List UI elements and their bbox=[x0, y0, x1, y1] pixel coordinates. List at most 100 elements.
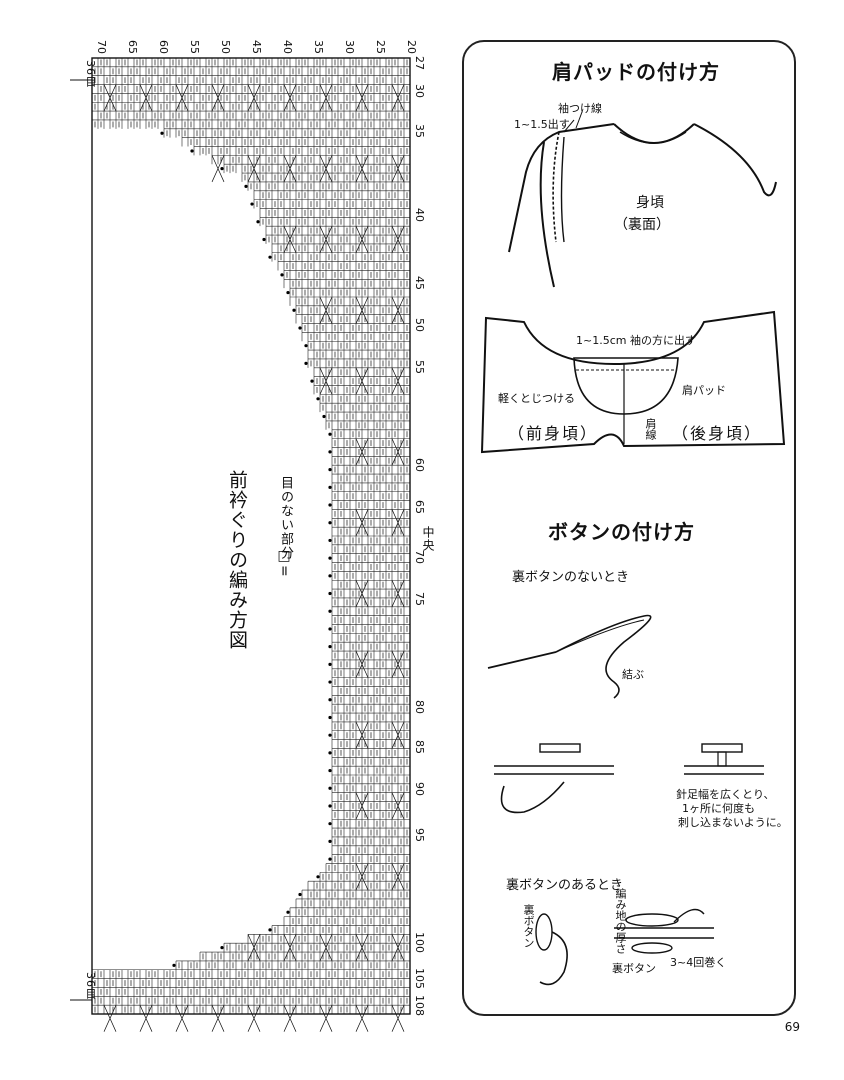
cable-cross-symbol bbox=[391, 84, 405, 112]
decrease-dot bbox=[328, 839, 332, 843]
decrease-dot bbox=[256, 220, 260, 224]
decrease-dot bbox=[328, 450, 332, 454]
cable-cross-symbol bbox=[391, 650, 405, 678]
cable-cross-symbol bbox=[391, 367, 405, 395]
row-label-top: 36目 bbox=[84, 60, 97, 88]
cable-cross-symbol bbox=[355, 296, 369, 324]
decrease-dot bbox=[250, 202, 254, 206]
decrease-dot bbox=[328, 627, 332, 631]
decrease-dot bbox=[268, 928, 272, 932]
cable-cross-symbol bbox=[247, 155, 261, 183]
row-label-bottom: 36目 bbox=[84, 972, 97, 1000]
decrease-dot bbox=[190, 149, 194, 153]
cable-cross-symbol bbox=[247, 934, 261, 962]
garment-illustration bbox=[508, 111, 777, 288]
right-number: 108 bbox=[413, 995, 426, 1016]
right-number: 95 bbox=[413, 828, 426, 842]
decrease-dot bbox=[220, 946, 224, 950]
decrease-dot bbox=[328, 556, 332, 560]
decrease-dot bbox=[328, 432, 332, 436]
cable-cross-symbol bbox=[391, 792, 405, 820]
right-number: 75 bbox=[413, 592, 426, 606]
cable-cross-symbol bbox=[391, 509, 405, 537]
cable-cross-symbol bbox=[391, 721, 405, 749]
cable-cross-symbol bbox=[355, 367, 369, 395]
decrease-dot bbox=[286, 910, 290, 914]
cable-cross-symbol bbox=[355, 155, 369, 183]
right-number: 30 bbox=[413, 84, 426, 98]
top-number: 20 bbox=[405, 40, 418, 54]
chart-grid bbox=[70, 57, 411, 1032]
cable-cross-symbol bbox=[355, 863, 369, 891]
label-tack: 軽くとじつける bbox=[498, 392, 575, 405]
decrease-dot bbox=[310, 379, 314, 383]
decrease-dot bbox=[220, 167, 224, 171]
cable-cross-symbol bbox=[211, 84, 225, 112]
label-thickness: 編み地の厚さ bbox=[614, 888, 627, 954]
top-number: 35 bbox=[312, 40, 325, 54]
page-number: 69 bbox=[784, 1020, 800, 1034]
note-line-1: 針足幅を広くとり、 bbox=[676, 788, 775, 801]
top-number: 70 bbox=[95, 40, 108, 54]
cable-cross-symbol bbox=[355, 580, 369, 607]
right-number: 100 bbox=[413, 932, 426, 953]
decrease-dot bbox=[328, 485, 332, 489]
label-wrap: 3~4回巻く bbox=[670, 956, 727, 969]
top-number: 50 bbox=[219, 40, 232, 54]
top-number: 60 bbox=[157, 40, 170, 54]
decrease-dot bbox=[304, 361, 308, 365]
cable-cross-symbol bbox=[139, 1005, 153, 1032]
decrease-dot bbox=[328, 591, 332, 596]
cable-cross-symbol bbox=[391, 296, 405, 324]
top-number: 45 bbox=[250, 40, 263, 54]
cable-cross-symbol bbox=[319, 934, 333, 962]
right-number: 105 bbox=[413, 968, 426, 989]
right-number: 70 bbox=[413, 550, 426, 564]
cable-cross-symbol bbox=[247, 84, 261, 112]
decrease-dot bbox=[328, 680, 332, 684]
decrease-dot bbox=[328, 733, 332, 737]
decrease-dot bbox=[328, 521, 332, 525]
decrease-dot bbox=[298, 892, 302, 897]
label-shoulder-line: 肩線 bbox=[644, 418, 657, 440]
cable-cross-symbol bbox=[391, 438, 405, 466]
needle-illustration bbox=[487, 614, 652, 699]
top-number: 55 bbox=[188, 40, 201, 54]
cable-cross-symbol bbox=[319, 1005, 333, 1032]
label-body: 身頃 bbox=[636, 195, 664, 211]
right-number: 65 bbox=[413, 500, 426, 514]
cable-cross-symbol bbox=[319, 296, 333, 324]
cable-cross-symbol bbox=[211, 1005, 225, 1032]
cable-cross-symbol bbox=[283, 1005, 297, 1032]
note-line-2: 1ヶ所に何度も bbox=[682, 802, 755, 815]
decrease-dot bbox=[298, 326, 302, 330]
note-line-3: 刺し込まないように。 bbox=[678, 816, 788, 829]
decrease-dot bbox=[316, 875, 320, 879]
right-number: 55 bbox=[413, 360, 426, 374]
cable-cross-symbol bbox=[391, 580, 405, 607]
label-front: （前身頃） bbox=[508, 424, 599, 443]
cable-cross-symbol bbox=[319, 367, 333, 395]
decrease-dot bbox=[316, 397, 320, 401]
cable-cross-symbol bbox=[319, 155, 333, 183]
back-button-illustration bbox=[535, 908, 714, 986]
instruction-panel: 肩パッドの付け方 袖つけ線 1~1.5出す 身頃 （裏面） 1~1.5cm 袖の… bbox=[462, 40, 796, 1016]
cable-cross-symbol bbox=[391, 226, 405, 253]
label-back: （後身頃） bbox=[672, 424, 763, 443]
shoulder-pad-title: 肩パッドの付け方 bbox=[552, 60, 720, 84]
cable-cross-symbol bbox=[247, 1005, 261, 1032]
top-number: 30 bbox=[343, 40, 356, 54]
label-extend: 1~1.5cm 袖の方に出す bbox=[576, 334, 696, 347]
right-number: 50 bbox=[413, 318, 426, 332]
decrease-dot bbox=[328, 822, 332, 826]
decrease-dot bbox=[172, 963, 176, 967]
cable-cross-symbol bbox=[355, 84, 369, 112]
legend-text: 目のない部分 bbox=[278, 476, 293, 560]
decrease-dot bbox=[286, 290, 290, 295]
cable-cross-symbol bbox=[355, 792, 369, 820]
top-number: 65 bbox=[126, 40, 139, 54]
right-number: 45 bbox=[413, 276, 426, 290]
decrease-dot bbox=[328, 698, 332, 702]
cable-cross-symbol bbox=[355, 438, 369, 466]
